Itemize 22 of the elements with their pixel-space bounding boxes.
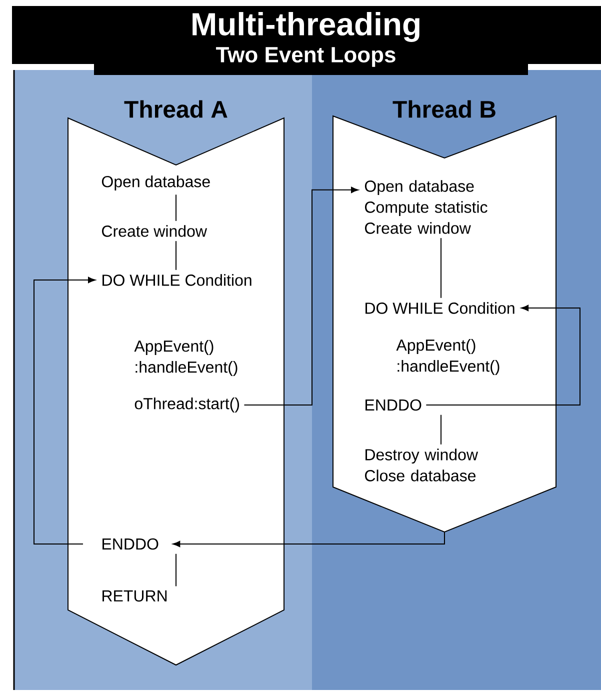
code-line: ENDDO xyxy=(102,538,158,550)
arrow xyxy=(34,276,96,544)
code-line: AppEvent() :handleEvent() xyxy=(134,340,238,376)
title: Multi-threading xyxy=(192,12,420,42)
connector-line xyxy=(440,238,442,298)
arrow xyxy=(244,186,358,406)
arrow xyxy=(426,304,580,406)
code-line: RETURN xyxy=(102,590,167,602)
connector-line xyxy=(440,414,442,445)
code-line: Create window xyxy=(102,225,208,237)
code-line: ENDDO xyxy=(366,399,422,411)
subtitle: Two Event Loops xyxy=(216,47,396,67)
code-line: Open database Compute statistic Create window xyxy=(364,180,488,234)
code-line: AppEvent() :handleEvent() xyxy=(396,339,500,375)
code-line: DO WHILE Condition xyxy=(102,274,252,286)
code-line: oThread:start() xyxy=(134,398,239,412)
thread-heading: Thread B xyxy=(392,100,496,118)
arrow xyxy=(172,532,445,548)
code-line: DO WHILE Condition xyxy=(366,302,514,314)
code-line: Open database xyxy=(102,176,210,190)
thread-heading: Thread A xyxy=(124,100,228,118)
code-line: Destroy window Close database xyxy=(365,448,478,482)
